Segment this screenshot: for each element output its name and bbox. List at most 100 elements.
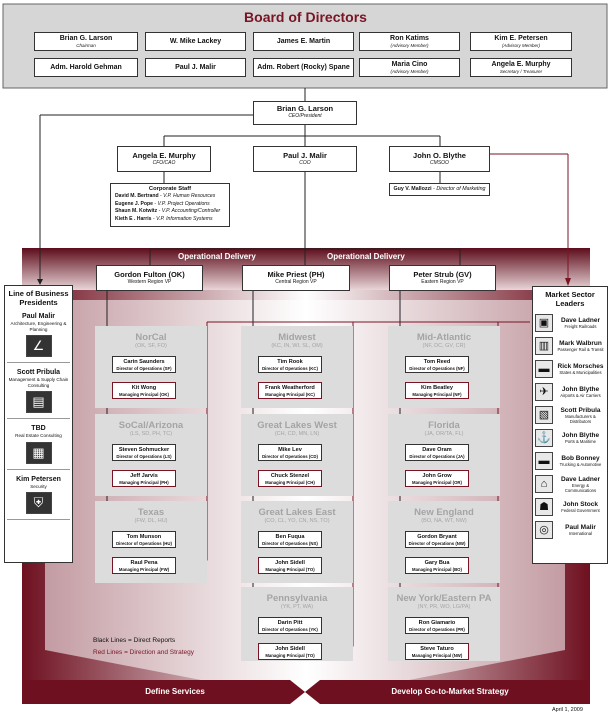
globe-icon: ◎ xyxy=(535,521,553,539)
region-vp-central: Mike Priest (PH) Central Region VP xyxy=(242,265,350,291)
shield-icon: ⛨ xyxy=(25,492,52,514)
capitol-icon: ☗ xyxy=(535,498,553,516)
principal-title: Managing Principal (KC) xyxy=(265,392,315,397)
director-name: Darin Pitt xyxy=(277,620,303,626)
board-member: Ron Katims(Advisory Member) xyxy=(359,32,460,51)
principal-title: Managing Principal (FW) xyxy=(118,567,170,572)
region-name: Midwest xyxy=(278,332,316,343)
officer-coo: Paul J. Malir COO xyxy=(253,146,357,172)
board-member: Maria Cino(Advisory Member) xyxy=(359,58,460,77)
region-codes: (JA, OR/TA, FL) xyxy=(424,431,464,437)
principal-title: Managing Principal (NF) xyxy=(412,392,462,397)
board-member-name: Maria Cino xyxy=(391,61,428,68)
legend-black: Black Lines = Direct Reports xyxy=(93,637,176,644)
footer-go-to-market: Develop Go-to-Market Strategy xyxy=(391,687,509,696)
region-name: Great Lakes East xyxy=(258,507,336,518)
msl-name: Dave Ladner xyxy=(560,475,601,483)
ceo-title: CEO/President xyxy=(288,113,322,119)
principal-name: John Sidell xyxy=(275,646,305,652)
msl-title: Ports & Maritime xyxy=(565,439,596,444)
director-title: Director of Operations (NW) xyxy=(408,541,466,546)
vp-title: Western Region VP xyxy=(127,279,172,285)
director-title: Director of Operations (CD) xyxy=(262,454,318,459)
corporate-staff-box: Corporate Staff David M. Bertrand - V.P.… xyxy=(110,183,230,227)
msl-title: Passenger Rail & Transit xyxy=(557,347,604,352)
region-name: Texas xyxy=(137,507,165,518)
marketing-box: Guy V. Mallozzi - Director of Marketing xyxy=(389,183,490,196)
truck-icon: ▬ xyxy=(535,452,553,470)
staff-name: Kieth E . Harris xyxy=(115,215,152,222)
staff-name: Shaun M. Kotwitz xyxy=(115,208,158,214)
director-name: Dave Oram xyxy=(422,447,452,453)
lob-title: Security xyxy=(30,483,47,489)
board-member-title: Secretary / Treasurer xyxy=(499,69,543,74)
tower-icon: ⌂ xyxy=(535,475,553,493)
board-member: Kim E. Petersen(Advisory Member) xyxy=(470,32,572,51)
officer-title: COO xyxy=(299,160,311,166)
lob-name: Kim Petersen xyxy=(16,475,61,483)
airplane-icon: ✈ xyxy=(535,383,553,401)
locomotive-icon: ▣ xyxy=(535,314,553,332)
msl-title: Airports & Air Carriers xyxy=(560,393,601,398)
staff-line: Kieth E . Harris - V.P. Information Syst… xyxy=(115,215,213,222)
board-member-name: James E. Martin xyxy=(276,38,331,45)
msl-name: Scott Pribula xyxy=(560,406,601,414)
director-name: Gordon Bryant xyxy=(417,534,457,540)
marketing-name: Guy V. Mallozzi xyxy=(393,186,432,192)
officer-name: John O. Blythe xyxy=(413,151,466,160)
msl-title-2: Leaders xyxy=(555,299,585,308)
train-icon: ▥ xyxy=(535,337,553,355)
lob-divider xyxy=(7,468,70,470)
board-member-name: Brian G. Larson xyxy=(59,35,113,42)
board-member-name: Angela E. Murphy xyxy=(491,61,551,68)
board-member-title: (Advisory Member) xyxy=(390,43,429,48)
principal-name: Steve Taturo xyxy=(420,646,454,652)
staff-name: David M. Bertrand xyxy=(115,193,159,199)
msl-title: International xyxy=(568,531,593,536)
board-title: Board of Directors xyxy=(244,9,367,25)
principal-title: Managing Principal (BO) xyxy=(412,567,462,572)
footer-date: April 1, 2009 xyxy=(552,707,583,713)
lob-title: Management & Supply Chain Consulting xyxy=(8,377,69,388)
region-vp-west: Gordon Fulton (OK) Western Region VP xyxy=(96,265,203,291)
msl-name: Bob Bonney xyxy=(561,455,600,462)
director-title: Director of Operations (KC) xyxy=(262,366,318,371)
board-member-name: W. Mike Lackey xyxy=(169,38,222,45)
director-title: Director of Operations (YK) xyxy=(262,627,318,632)
region-codes: (CO, CL, YO, CN, NS, TO) xyxy=(264,518,330,524)
region-codes: (NY, PR, WO, LG/PA) xyxy=(417,604,471,610)
director-name: Ron Giamario xyxy=(418,620,456,626)
vp-title: Central Region VP xyxy=(275,279,317,285)
director-name: Tom Reed xyxy=(423,359,451,365)
director-name: Mike Lev xyxy=(278,447,302,453)
vp-name: Mike Priest (PH) xyxy=(267,270,325,279)
corporate-staff-heading: Corporate Staff xyxy=(148,186,192,192)
principal-title: Managing Principal (TO) xyxy=(265,653,315,658)
officer-title: CMSOO xyxy=(430,160,449,166)
staff-role: V.P. Project Operations xyxy=(157,200,210,207)
officer-name: Paul J. Malir xyxy=(283,151,327,160)
ship-icon: ⚓ xyxy=(535,429,553,447)
